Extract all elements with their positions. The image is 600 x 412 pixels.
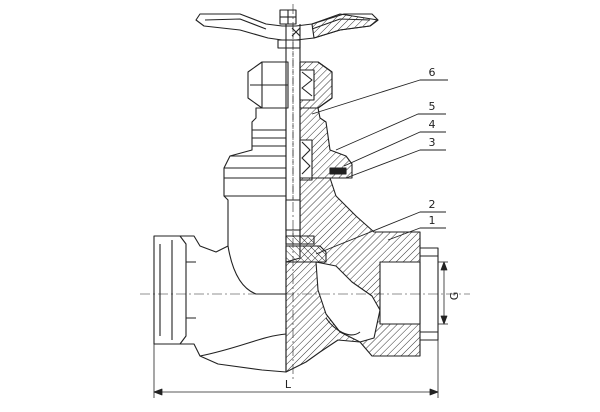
callout-labels: 6 5 4 3 2 1 (429, 66, 436, 227)
valve-body-section (285, 177, 439, 373)
callout-label-4: 4 (429, 118, 436, 131)
callout-label-3: 3 (429, 136, 436, 149)
center-lines (140, 4, 470, 382)
packing-nut (247, 61, 333, 109)
valve-body-left (153, 178, 287, 373)
callout-label-5: 5 (429, 100, 436, 113)
thread-dimension-label: G (448, 292, 461, 301)
handwheel (195, 9, 379, 41)
bonnet (223, 107, 353, 181)
length-dimension-label: L (285, 378, 292, 391)
leader-lines (311, 79, 448, 255)
callout-label-1: 1 (429, 214, 436, 227)
callout-label-2: 2 (429, 198, 436, 211)
dimension-lines (153, 261, 448, 398)
callout-label-6: 6 (429, 66, 436, 79)
dimension-labels: L G (285, 292, 461, 391)
